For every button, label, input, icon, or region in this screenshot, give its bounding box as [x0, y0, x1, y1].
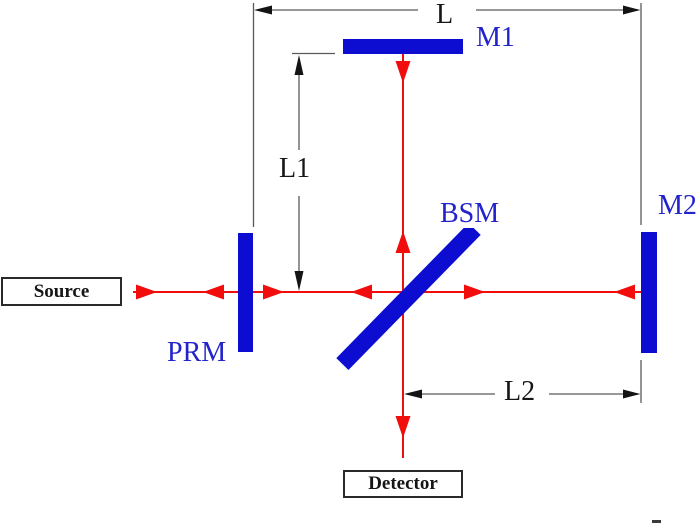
detector-box-label: Detector — [368, 473, 438, 494]
dimension-l2 — [404, 360, 642, 403]
mirror-m2 — [641, 232, 657, 353]
beam-arrowhead-left-before-bsm — [351, 284, 372, 300]
beam-arrowhead-up-to-m1 — [395, 231, 411, 253]
beam-arrowhead-down-to-detector — [395, 416, 411, 438]
beam-splitter-bsm — [336, 223, 481, 370]
beam-arrowhead-right-after-bsm — [464, 284, 485, 300]
dimension-l2-arrowhead-right — [623, 389, 641, 399]
mirror-m1-label: M1 — [473, 24, 518, 52]
dimension-l1-arrowhead-down — [294, 271, 304, 291]
mirror-prm — [238, 233, 253, 352]
mirror-prm-label: PRM — [164, 339, 230, 367]
dimension-l-label: L — [433, 1, 457, 29]
optics — [238, 39, 657, 370]
dimension-l2-label: L2 — [501, 378, 539, 406]
detector-box: Detector — [343, 470, 463, 498]
beam-arrowhead-right-near-source — [136, 284, 157, 300]
dimension-l — [252, 3, 642, 227]
dimension-l1 — [292, 52, 335, 291]
mirror-m2-label: M2 — [655, 192, 700, 220]
laser-beams — [133, 54, 641, 458]
dimension-l1-label: L1 — [276, 155, 314, 183]
beam-arrowhead-right-after-prm — [263, 284, 284, 300]
source-box: Source — [1, 277, 122, 306]
beam-arrowhead-left-near-m2 — [614, 284, 635, 300]
beam-splitter-label: BSM — [437, 200, 503, 228]
dimension-l2-arrowhead-left — [404, 389, 422, 399]
source-box-label: Source — [33, 280, 90, 302]
dimension-l1-arrowhead-up — [294, 55, 304, 75]
dimension-l-arrowhead-right — [623, 5, 641, 15]
mirror-m1 — [343, 39, 463, 54]
beam-arrowhead-down-from-m1 — [395, 61, 411, 83]
page-corner-mark — [652, 520, 661, 523]
dimension-l-arrowhead-left — [254, 5, 272, 15]
beam-arrowhead-left-near-source — [203, 284, 224, 300]
